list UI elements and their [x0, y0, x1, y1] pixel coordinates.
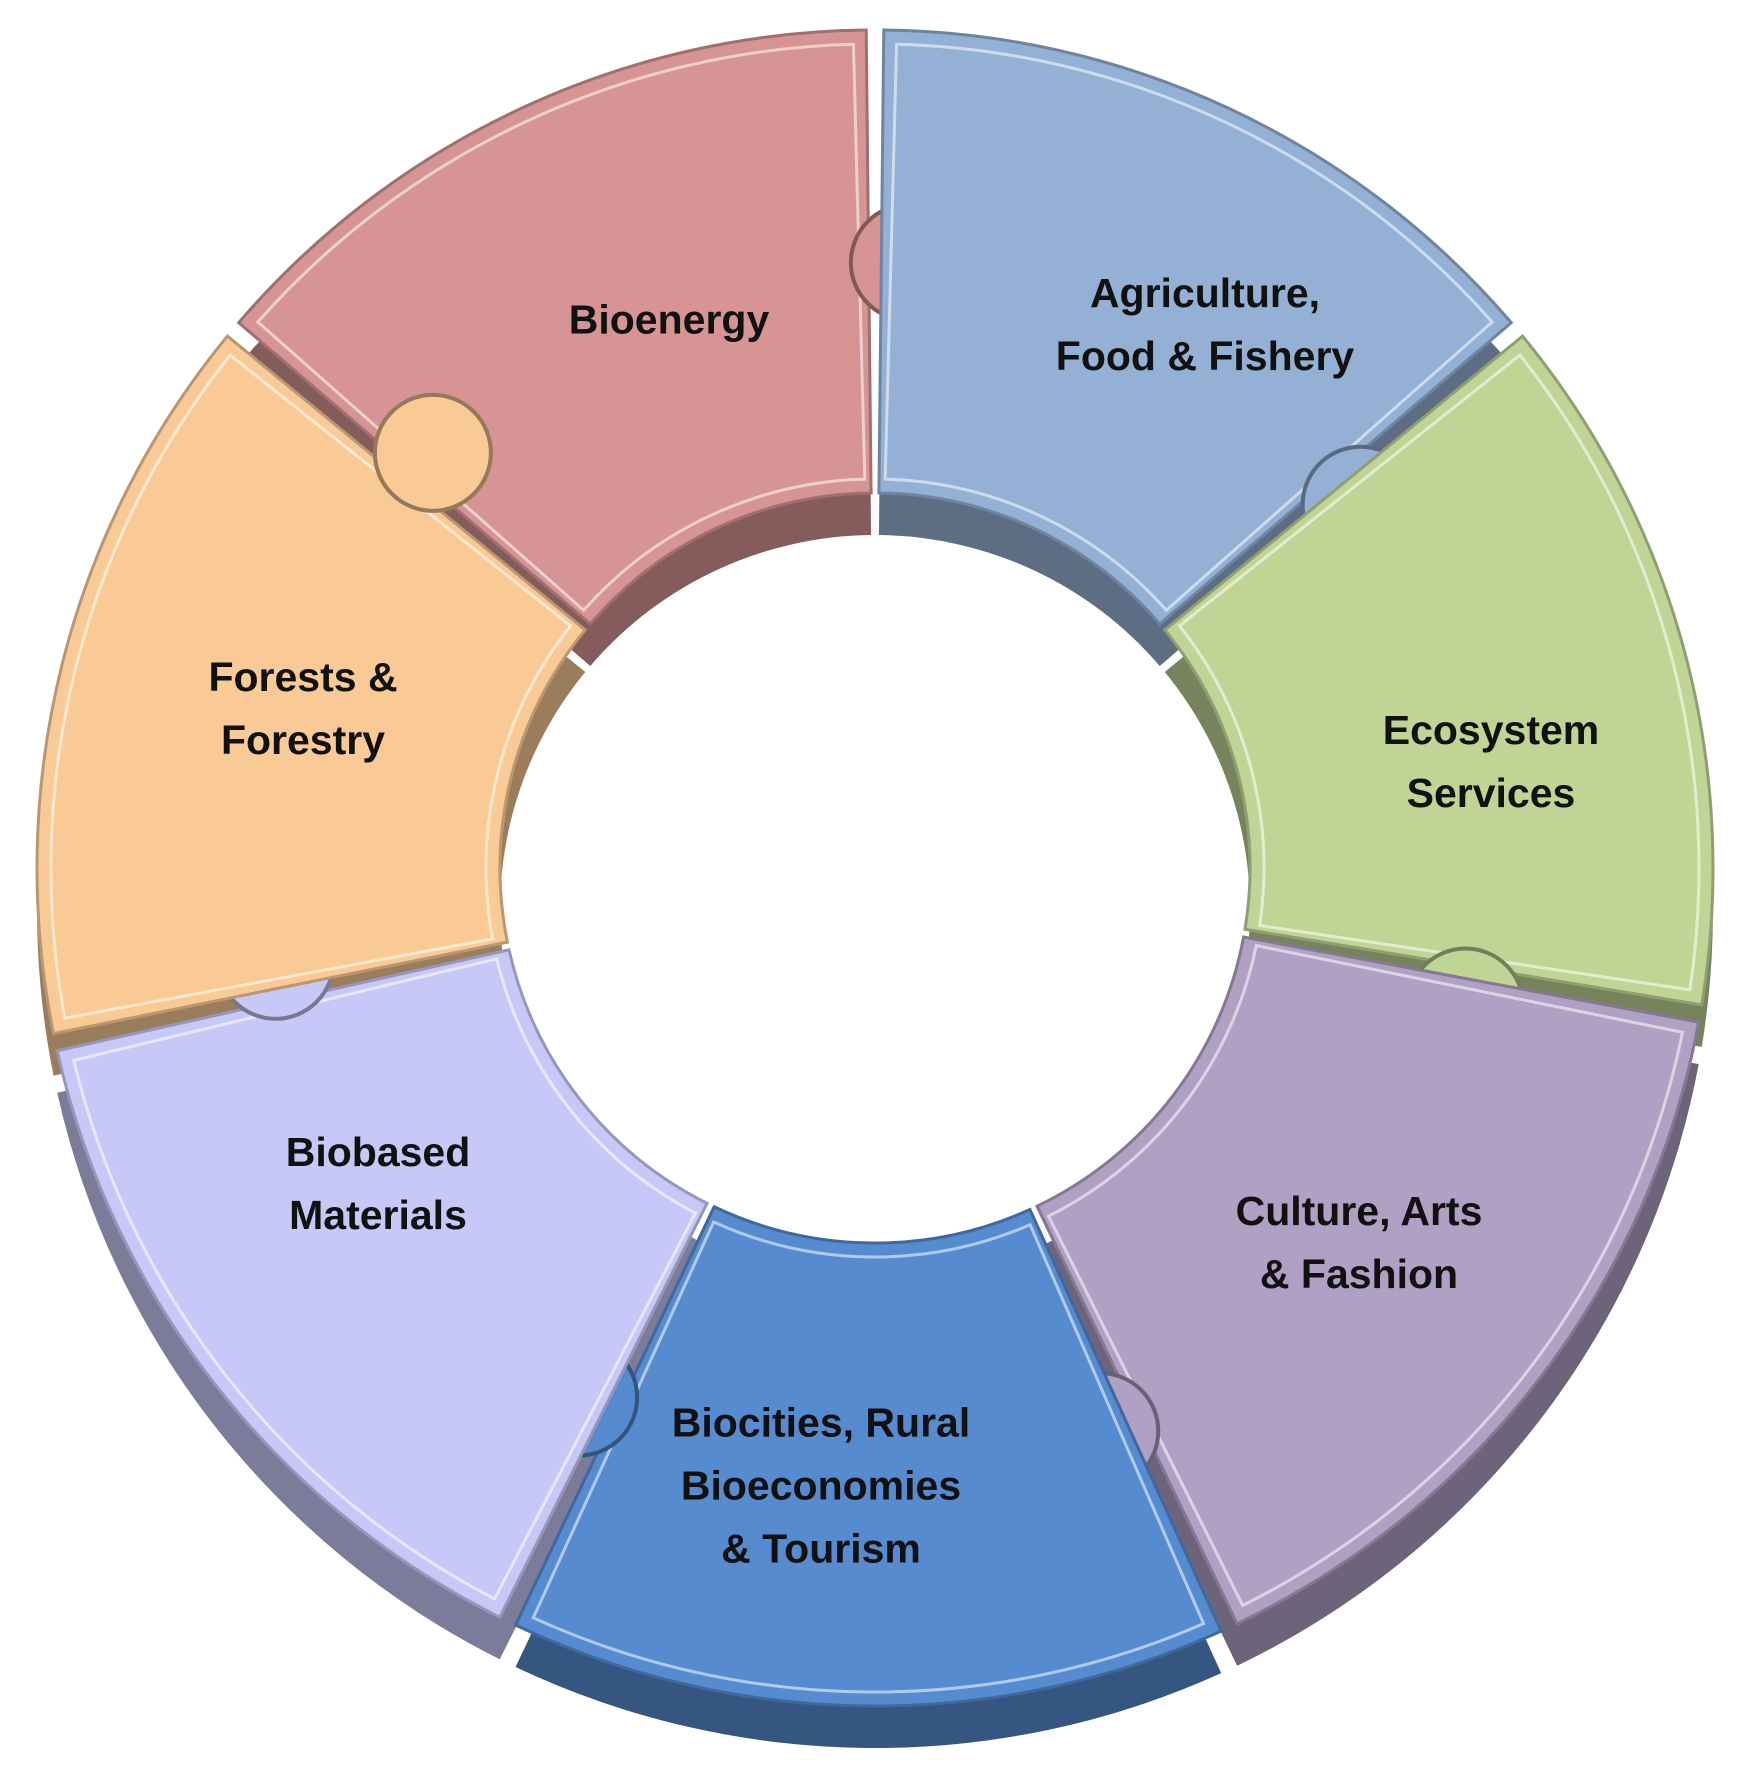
- label-bioenergy: Bioenergy: [569, 289, 770, 352]
- segment-biobased: [55, 948, 710, 1620]
- label-agriculture: Agriculture, Food & Fishery: [1056, 262, 1354, 388]
- segment-bevel-forests: [49, 352, 573, 1020]
- label-line: Ecosystem: [1382, 707, 1600, 753]
- label-line: & Fashion: [1259, 1251, 1459, 1297]
- segment-biocities: [513, 1204, 1224, 1708]
- label-biocities: Biocities, Rural Bioeconomies & Tourism: [672, 1392, 970, 1581]
- label-line: Bioeconomies: [680, 1462, 962, 1509]
- segment-bevel-bioenergy: [255, 42, 867, 613]
- segment-culture: [1035, 935, 1701, 1626]
- label-line: Bioenergy: [568, 296, 770, 343]
- label-line: Biocities, Rural: [671, 1399, 971, 1446]
- segment-bevel-biobased: [71, 957, 698, 1601]
- label-line: Materials: [289, 1192, 467, 1238]
- segment-bevel-ecosystem: [1177, 352, 1701, 992]
- label-biobased: Biobased Materials: [286, 1121, 471, 1247]
- label-line: Culture, Arts: [1235, 1188, 1483, 1234]
- label-line: Forests &: [208, 654, 398, 700]
- label-line: Forestry: [220, 717, 386, 763]
- label-line: Food & Fishery: [1055, 333, 1355, 379]
- puzzle-tab-forests: [372, 392, 493, 513]
- segment-bevel-biocities: [531, 1219, 1206, 1694]
- label-line: & Tourism: [721, 1525, 921, 1572]
- segment-ecosystem: [1162, 333, 1715, 1007]
- segment-bioenergy: [236, 28, 873, 627]
- label-ecosystem: Ecosystem Services: [1383, 699, 1600, 825]
- label-culture: Culture, Arts & Fashion: [1236, 1180, 1483, 1306]
- label-line: Agriculture,: [1089, 270, 1321, 316]
- label-forests: Forests & Forestry: [208, 646, 397, 772]
- label-line: Services: [1406, 770, 1576, 816]
- segment-forests: [35, 333, 588, 1036]
- segment-bevel-culture: [1046, 943, 1685, 1608]
- label-line: Biobased: [285, 1129, 471, 1175]
- segment-agriculture: [877, 28, 1514, 627]
- segment-bevel-agriculture: [883, 42, 1495, 613]
